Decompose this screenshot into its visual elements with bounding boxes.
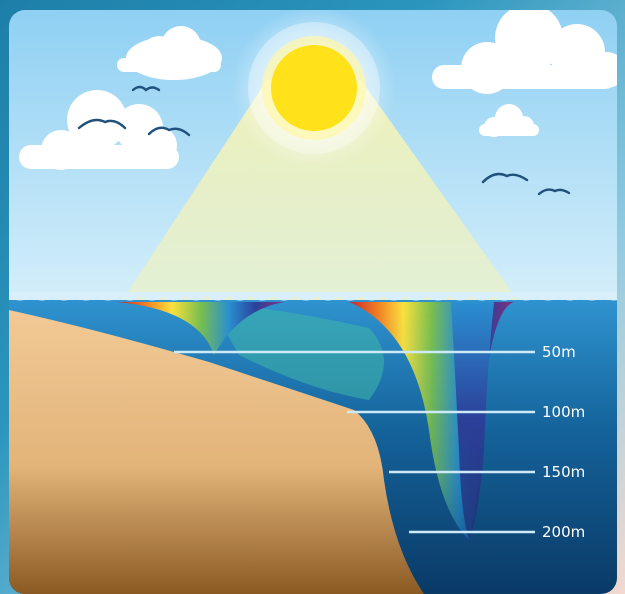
- depth-label: 150m: [542, 463, 585, 481]
- sunlight-beam: [121, 80, 519, 302]
- depth-marker: 100m: [347, 403, 585, 421]
- diagram-canvas: 50m 100m 150m 200m: [9, 10, 617, 594]
- depth-label: 50m: [542, 343, 576, 361]
- light-penetration-diagram: 50m 100m 150m 200m: [9, 10, 617, 594]
- bird-icon: [77, 118, 127, 130]
- bird-icon: [147, 126, 191, 137]
- cloud-icon: [432, 10, 617, 94]
- cloud-icon: [117, 26, 222, 80]
- depth-marker: 150m: [389, 463, 585, 481]
- bird-icon: [537, 188, 571, 196]
- depth-marker: 50m: [174, 343, 576, 361]
- sun-icon: [232, 10, 396, 170]
- coastline: [9, 310, 424, 594]
- depth-label: 100m: [542, 403, 585, 421]
- bird-icon: [131, 85, 161, 92]
- depth-label: 200m: [542, 523, 585, 541]
- bird-icon: [481, 172, 529, 184]
- light-spectrum-shallow: [117, 302, 284, 355]
- light-spectrum-deep: [349, 302, 514, 540]
- cloud-icon: [479, 104, 539, 137]
- depth-marker: 200m: [409, 523, 585, 541]
- depth-scale: 50m 100m 150m 200m: [174, 343, 585, 541]
- sea-surface-waves: [9, 292, 617, 301]
